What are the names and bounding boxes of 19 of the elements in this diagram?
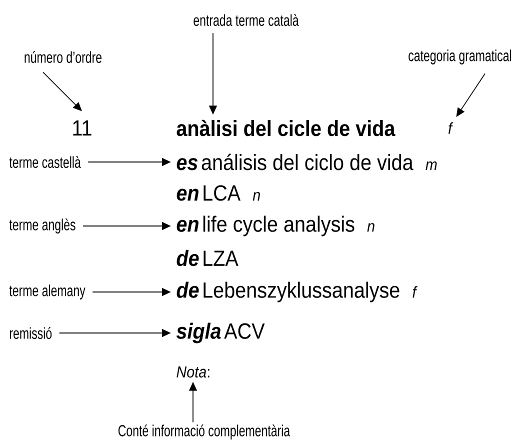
equivalent-term: es análisis del ciclo de vida m <box>176 154 437 170</box>
annotation-label: terme castellà <box>9 156 81 168</box>
annotation-label: terme alemany <box>9 284 86 300</box>
main-term: anàlisi del cicle de vida <box>176 120 396 136</box>
equivalent-term: siglaACV <box>176 322 265 344</box>
annotation-label: número d’ordre <box>24 51 102 63</box>
equivalent-term: de LZA <box>176 250 238 266</box>
annotation-label: terme anglès <box>9 218 76 234</box>
annotation-label: entrada terme català <box>194 14 299 26</box>
entry-number: 11 <box>73 120 92 136</box>
arrow <box>456 73 486 117</box>
grammatical-category: f <box>448 122 454 134</box>
annotation-label: remissió <box>10 327 52 339</box>
equivalent-term: en life cycle analysis n <box>176 216 374 236</box>
annotation-label: categoria gramatical <box>408 50 512 64</box>
equivalent-term: de Lebenszyklussanalyse f <box>176 282 418 302</box>
note-label: Nota: <box>176 366 210 378</box>
equivalent-term: en LCA n <box>176 185 260 201</box>
annotation-label: Conté informació complementària <box>118 424 290 440</box>
